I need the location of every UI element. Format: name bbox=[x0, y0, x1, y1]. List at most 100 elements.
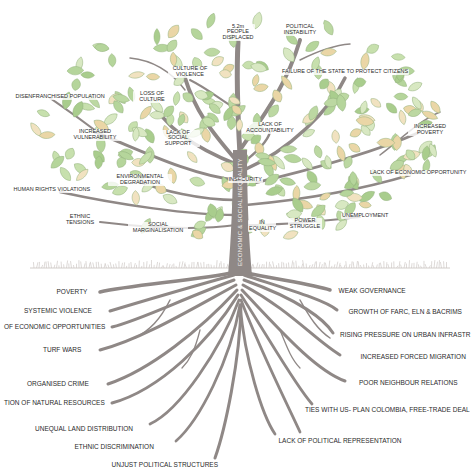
grass-blade bbox=[411, 263, 413, 268]
grass-blade bbox=[210, 265, 212, 268]
grass-blade bbox=[89, 263, 90, 268]
grass-blade bbox=[214, 265, 215, 268]
leaf bbox=[227, 116, 237, 130]
leaf bbox=[74, 167, 90, 183]
leaf bbox=[219, 69, 233, 79]
leaf bbox=[335, 94, 347, 112]
grass-blade bbox=[61, 262, 62, 268]
grass-blade bbox=[124, 262, 126, 268]
grass-blade bbox=[169, 264, 170, 268]
grass-blade bbox=[50, 263, 52, 268]
grass-blade bbox=[446, 262, 447, 268]
grass-blade bbox=[54, 265, 56, 268]
canopy-label: 5.2m PEOPLE DISPLACED bbox=[221, 24, 255, 41]
leaf bbox=[280, 145, 297, 153]
leaf bbox=[279, 176, 296, 187]
leaf bbox=[282, 229, 299, 242]
root bbox=[150, 300, 239, 424]
grass-blade bbox=[340, 265, 341, 268]
leaf bbox=[265, 185, 284, 198]
grass-blade bbox=[324, 262, 325, 268]
grass-blade bbox=[259, 264, 261, 268]
root-label: RISING PRESSURE ON URBAN INFRASTR bbox=[339, 332, 471, 339]
leaf bbox=[249, 132, 263, 146]
grass-blade bbox=[440, 262, 441, 268]
leaf bbox=[194, 89, 209, 101]
grass-blade bbox=[368, 266, 370, 268]
grass-blade bbox=[337, 262, 338, 268]
grass-blade bbox=[129, 263, 130, 268]
root bbox=[240, 305, 275, 434]
grass-blade bbox=[57, 261, 58, 268]
leaf bbox=[181, 90, 196, 104]
leaf bbox=[172, 91, 181, 106]
grass-blade bbox=[118, 261, 119, 268]
grass-blade bbox=[436, 262, 438, 268]
grass-blade bbox=[113, 264, 115, 268]
root-label: SYSTEMIC VIOLENCE bbox=[23, 308, 93, 315]
canopy-label: UNEMPLOYMENT bbox=[341, 213, 389, 219]
root bbox=[112, 295, 238, 403]
leaf bbox=[334, 199, 350, 211]
grass-blade bbox=[288, 262, 290, 268]
grass-blade bbox=[197, 262, 198, 268]
leaf bbox=[335, 145, 347, 163]
grass-blade bbox=[42, 265, 43, 268]
leaf bbox=[117, 149, 135, 162]
branch bbox=[152, 100, 238, 165]
grass-blade bbox=[166, 263, 168, 268]
grass-blade bbox=[429, 265, 430, 268]
leaf bbox=[309, 202, 328, 219]
leaf bbox=[70, 100, 86, 119]
leaf bbox=[421, 109, 439, 122]
grass-blade bbox=[182, 261, 183, 268]
root-label: POOR NEIGHBOUR RELATIONS bbox=[358, 380, 458, 387]
leaf bbox=[201, 115, 217, 129]
root-label: INCREASED FORCED MIGRATION bbox=[360, 354, 467, 361]
canopy-label: IN EQUALITY bbox=[248, 220, 276, 232]
leaf bbox=[111, 99, 126, 116]
grass-blade bbox=[404, 262, 405, 268]
leaf bbox=[394, 93, 408, 100]
leaf bbox=[303, 181, 321, 191]
grass-blade bbox=[303, 260, 304, 268]
canopy-label: LACK OF ACCOUNTABILITY bbox=[243, 122, 297, 134]
grass-blade bbox=[122, 263, 123, 268]
grass-blade bbox=[146, 261, 148, 268]
grass-blade bbox=[76, 264, 77, 268]
grass-blade bbox=[380, 263, 381, 268]
leaf bbox=[207, 101, 223, 116]
grass-blade bbox=[98, 262, 100, 268]
leaf bbox=[410, 95, 424, 111]
grass-blade bbox=[439, 260, 440, 268]
grass-blade bbox=[344, 265, 345, 268]
root-label: ETHNIC DISCRIMINATION bbox=[74, 444, 155, 451]
grass-blade bbox=[175, 266, 177, 268]
leaf bbox=[94, 156, 103, 170]
grass-blade bbox=[345, 261, 347, 268]
grass-blade bbox=[349, 264, 350, 268]
branch bbox=[185, 78, 236, 160]
grass-blade bbox=[269, 262, 271, 268]
canopy-label: ETHNIC TENSIONS bbox=[63, 214, 97, 226]
leaf bbox=[348, 127, 362, 139]
grass-blade bbox=[400, 265, 402, 268]
grass-blade bbox=[386, 262, 387, 268]
root bbox=[135, 300, 170, 338]
grass-blade bbox=[39, 262, 41, 268]
leaf bbox=[355, 116, 374, 127]
leaf bbox=[137, 149, 154, 166]
grass-blade bbox=[136, 265, 137, 268]
grass-blade bbox=[200, 263, 202, 268]
canopy-label: HUMAN RIGHTS VIOLATIONS bbox=[13, 187, 92, 193]
root-label: POVERTY bbox=[56, 289, 89, 296]
leaf bbox=[228, 95, 242, 106]
roots bbox=[100, 272, 345, 458]
grass-blade bbox=[44, 262, 46, 268]
leaf bbox=[161, 104, 176, 120]
leaf bbox=[331, 129, 340, 143]
grass-blade bbox=[216, 260, 218, 268]
grass-blade bbox=[110, 262, 111, 268]
leaf bbox=[384, 101, 399, 116]
